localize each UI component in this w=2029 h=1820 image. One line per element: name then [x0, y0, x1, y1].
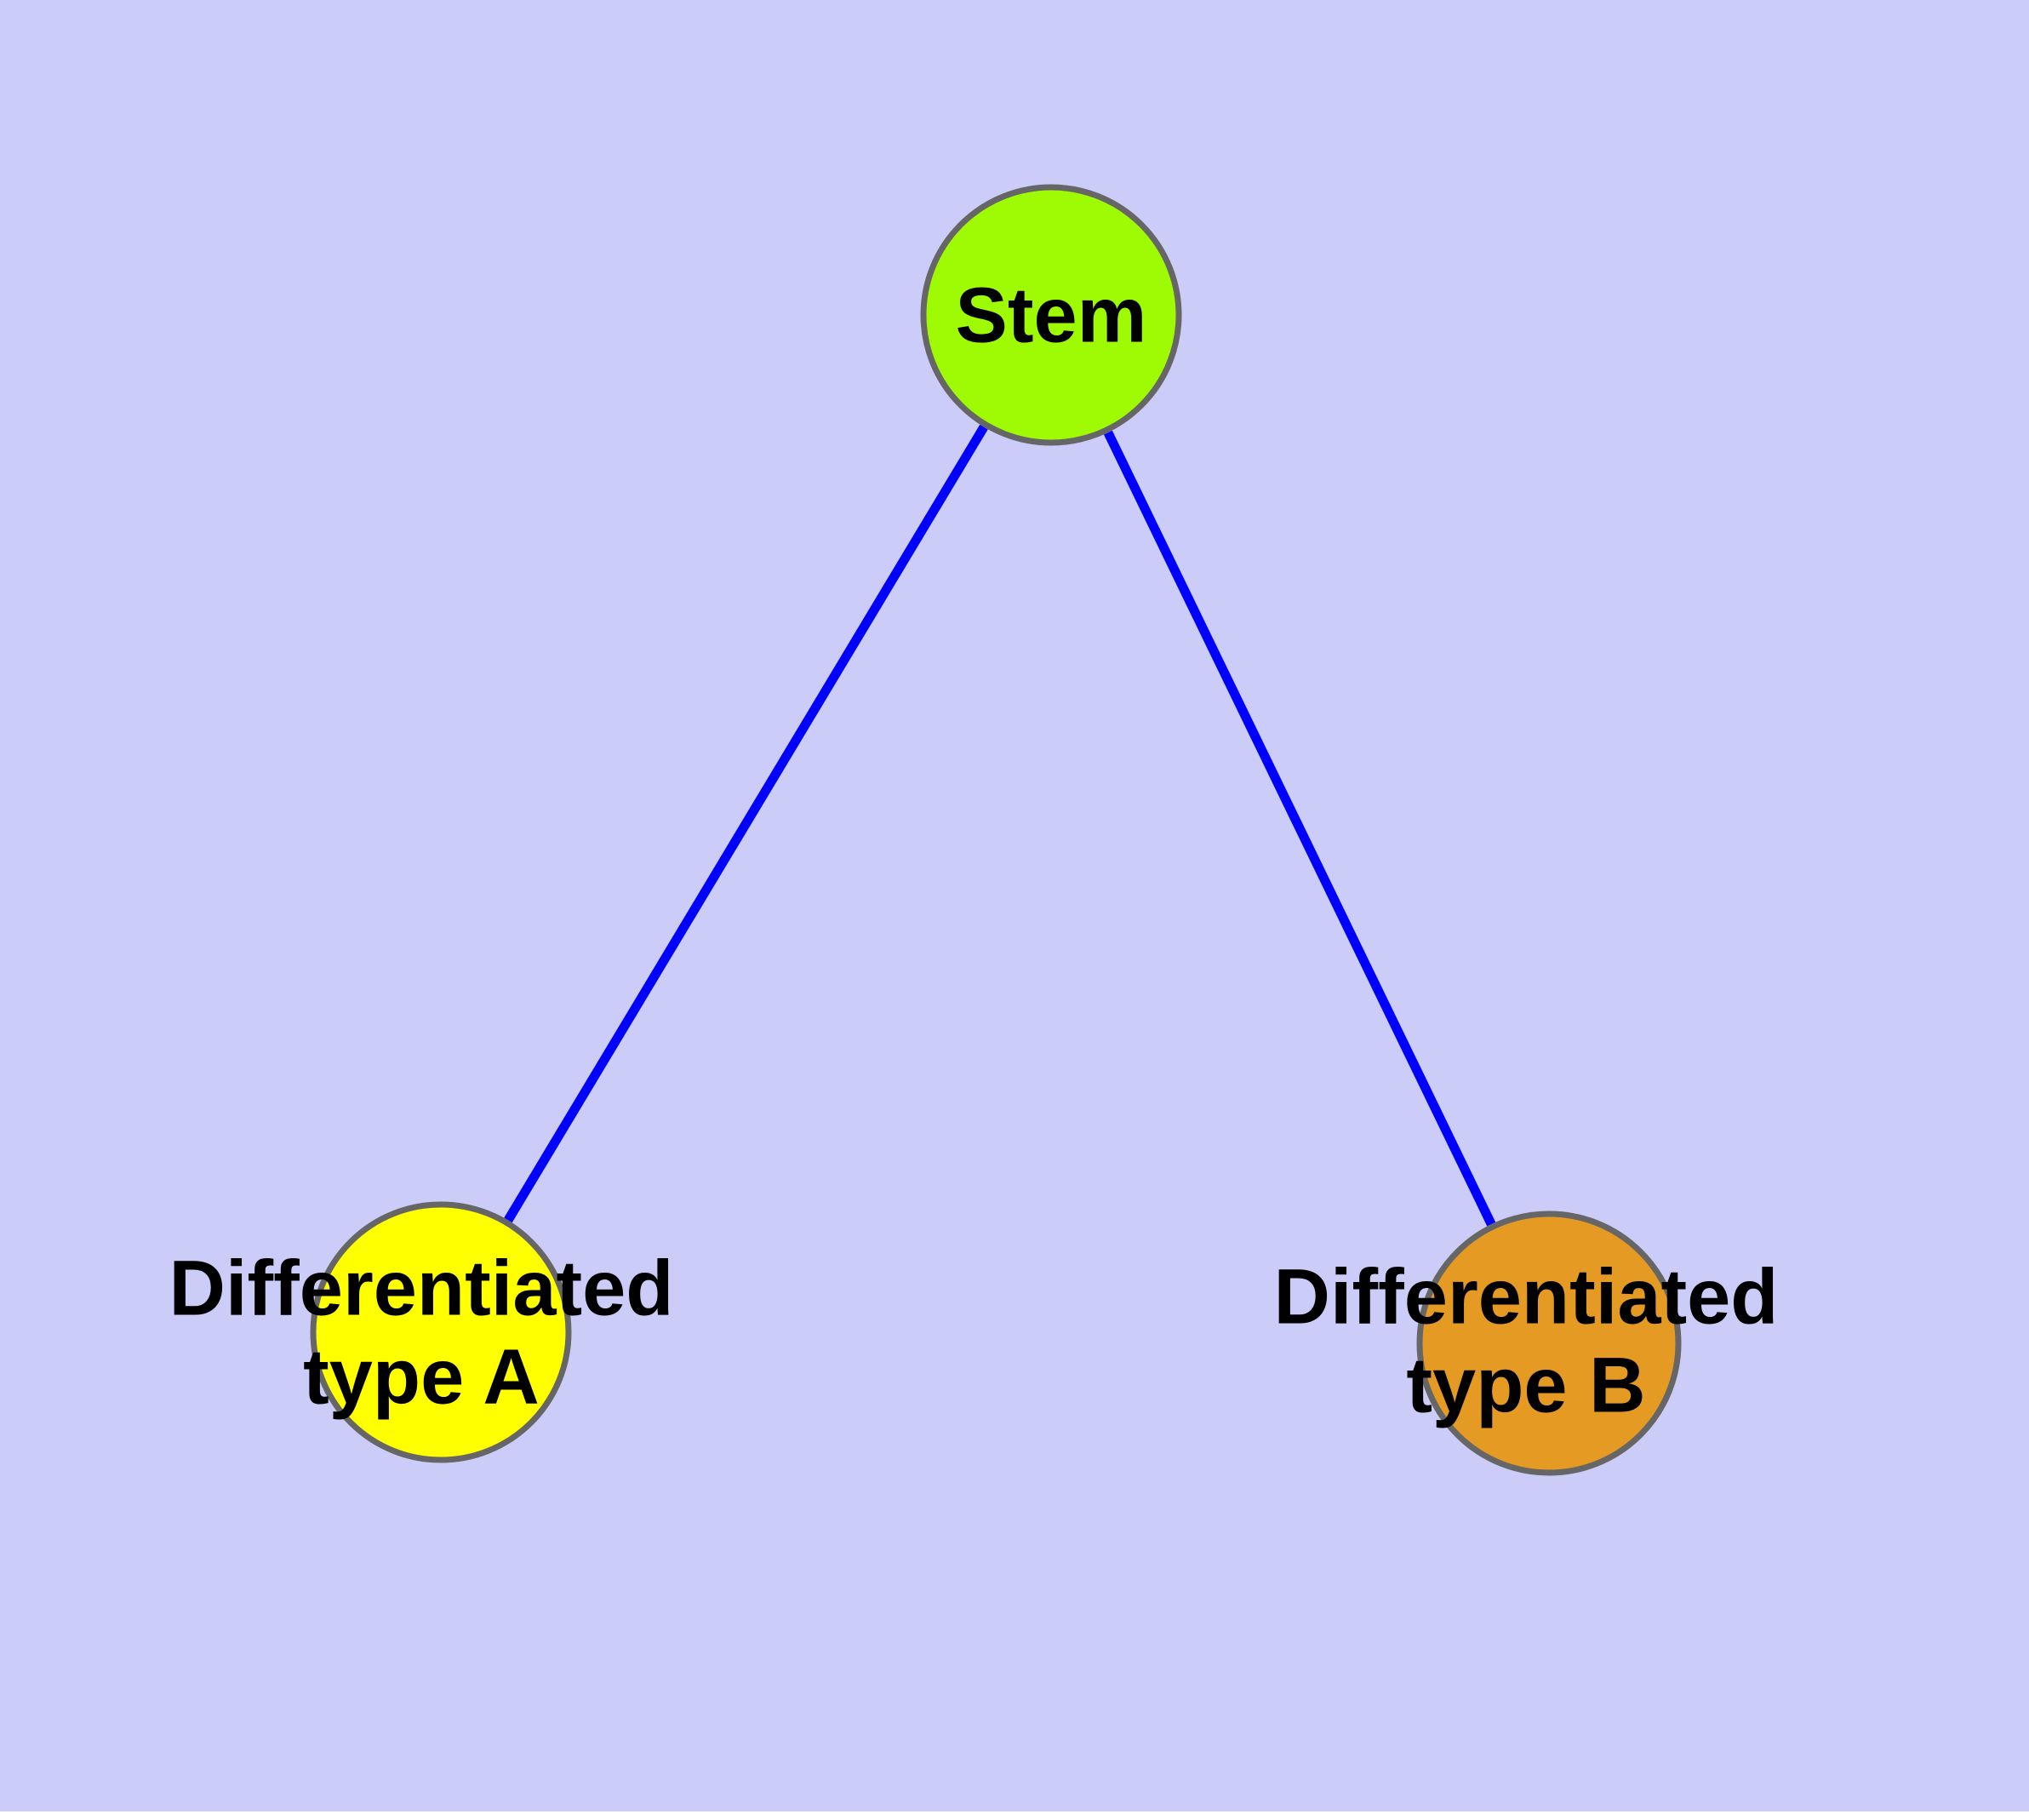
node-label-line: Differentiated	[169, 1245, 674, 1331]
graph-node-diff_b[interactable]	[1416, 1210, 1682, 1476]
graph-edge-stem-to-b[interactable]	[1103, 430, 1496, 1227]
node-label-line: Differentiated	[1274, 1253, 1779, 1340]
graph-node-stem[interactable]	[920, 184, 1182, 446]
node-layer	[310, 184, 1682, 1476]
graph-edge-stem-to-a[interactable]	[504, 424, 988, 1223]
node-label-line: type A	[303, 1333, 540, 1420]
graph-node-diff_a[interactable]	[310, 1201, 572, 1463]
node-label-line: type B	[1406, 1342, 1645, 1428]
edge-layer	[504, 424, 1496, 1227]
node-label-line: Stem	[956, 272, 1147, 358]
node-label-stem: Stem	[956, 272, 1147, 358]
